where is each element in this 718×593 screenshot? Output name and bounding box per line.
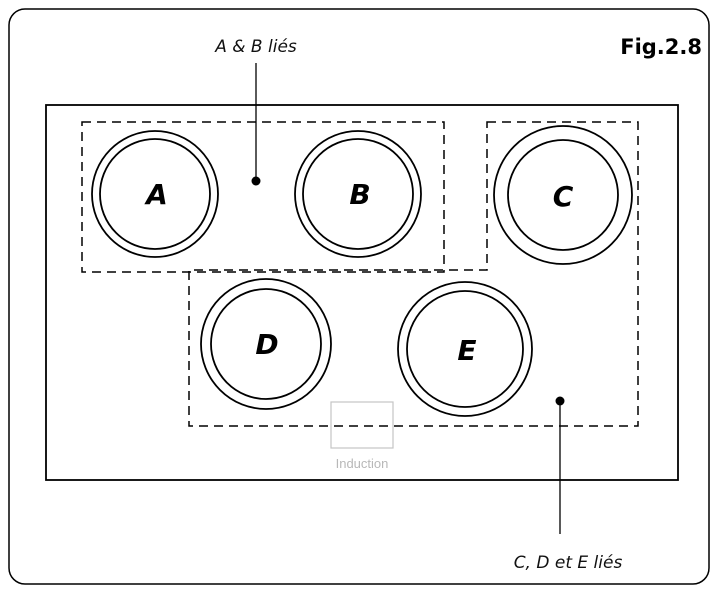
burner-b-outer-ring	[294, 130, 422, 258]
burner-a-inner-ring	[99, 138, 211, 250]
burner-d-outer-ring	[200, 278, 332, 410]
callout-cde-label: C, D et E liés	[514, 553, 623, 573]
figure-frame	[8, 8, 710, 585]
burner-e: E	[397, 281, 533, 417]
burner-e-outer-ring	[397, 281, 533, 417]
burner-d-label: D	[255, 328, 278, 361]
callout-ab-label: A & B liés	[214, 37, 297, 57]
zone-ab-outline	[81, 121, 445, 273]
burner-d-inner-ring	[210, 288, 322, 400]
figure-label: Fig.2.8	[620, 35, 702, 59]
induction-label: Induction	[336, 456, 389, 471]
burner-b-label: B	[349, 178, 370, 211]
induction-symbol-box	[330, 401, 394, 449]
callout-ab-dot	[251, 176, 261, 186]
burner-b: B	[294, 130, 422, 258]
burner-c-inner-ring	[507, 139, 619, 251]
burner-a: A	[91, 130, 219, 258]
induction-mark: Induction	[330, 401, 394, 471]
burner-b-inner-ring	[302, 138, 414, 250]
zone-cde-outline	[188, 121, 639, 427]
burner-e-inner-ring	[406, 290, 524, 408]
burner-a-label: A	[144, 178, 168, 211]
burner-e-label: E	[457, 334, 476, 367]
burner-c-label: C	[553, 180, 574, 213]
burner-c-outer-ring	[493, 125, 633, 265]
cooktop-outline	[45, 104, 679, 481]
callout-cde-linked: C, D et E liés	[514, 396, 623, 573]
callout-ab-linked: A & B liés	[214, 37, 297, 186]
burner-a-outer-ring	[91, 130, 219, 258]
burner-d: D	[200, 278, 332, 410]
burner-c: C	[493, 125, 633, 265]
